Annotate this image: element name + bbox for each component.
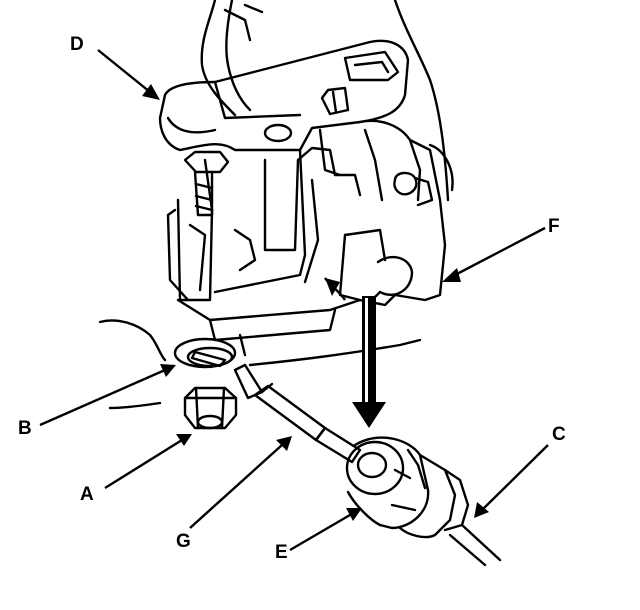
arrowhead-e	[346, 508, 362, 521]
bracket-housing-d	[158, 0, 454, 357]
leader-line-g	[189, 444, 283, 529]
callout-label-e: E	[275, 542, 288, 563]
vehicle-body-line	[98, 319, 422, 410]
callout-label-f: F	[548, 216, 560, 237]
bushing-b	[173, 337, 237, 369]
cable-end-e	[345, 436, 470, 539]
leader-line-b	[39, 368, 166, 427]
leader-line-f	[454, 226, 546, 277]
nut-a	[183, 386, 238, 430]
callout-label-a: A	[80, 484, 94, 505]
arrowhead-d	[142, 84, 160, 100]
downward-direction-arrow	[324, 277, 386, 428]
arrowhead-c	[474, 502, 489, 518]
callout-label-b: B	[18, 418, 32, 439]
arrowhead-g	[276, 436, 292, 451]
callout-label-d: D	[70, 34, 84, 55]
leader-arrowheads	[142, 84, 489, 521]
leader-line-d	[97, 49, 151, 93]
cable-rod-g	[233, 363, 362, 464]
arrowhead-f	[442, 268, 461, 282]
callout-label-g: G	[176, 531, 191, 552]
leader-lines	[39, 49, 549, 552]
leader-line-e	[289, 513, 351, 552]
callout-label-c: C	[552, 424, 566, 445]
arrowhead-b	[160, 364, 176, 377]
leader-line-a	[104, 438, 183, 490]
arrowhead-a	[176, 434, 192, 446]
leader-line-c	[481, 444, 549, 511]
cable-c	[448, 523, 502, 567]
